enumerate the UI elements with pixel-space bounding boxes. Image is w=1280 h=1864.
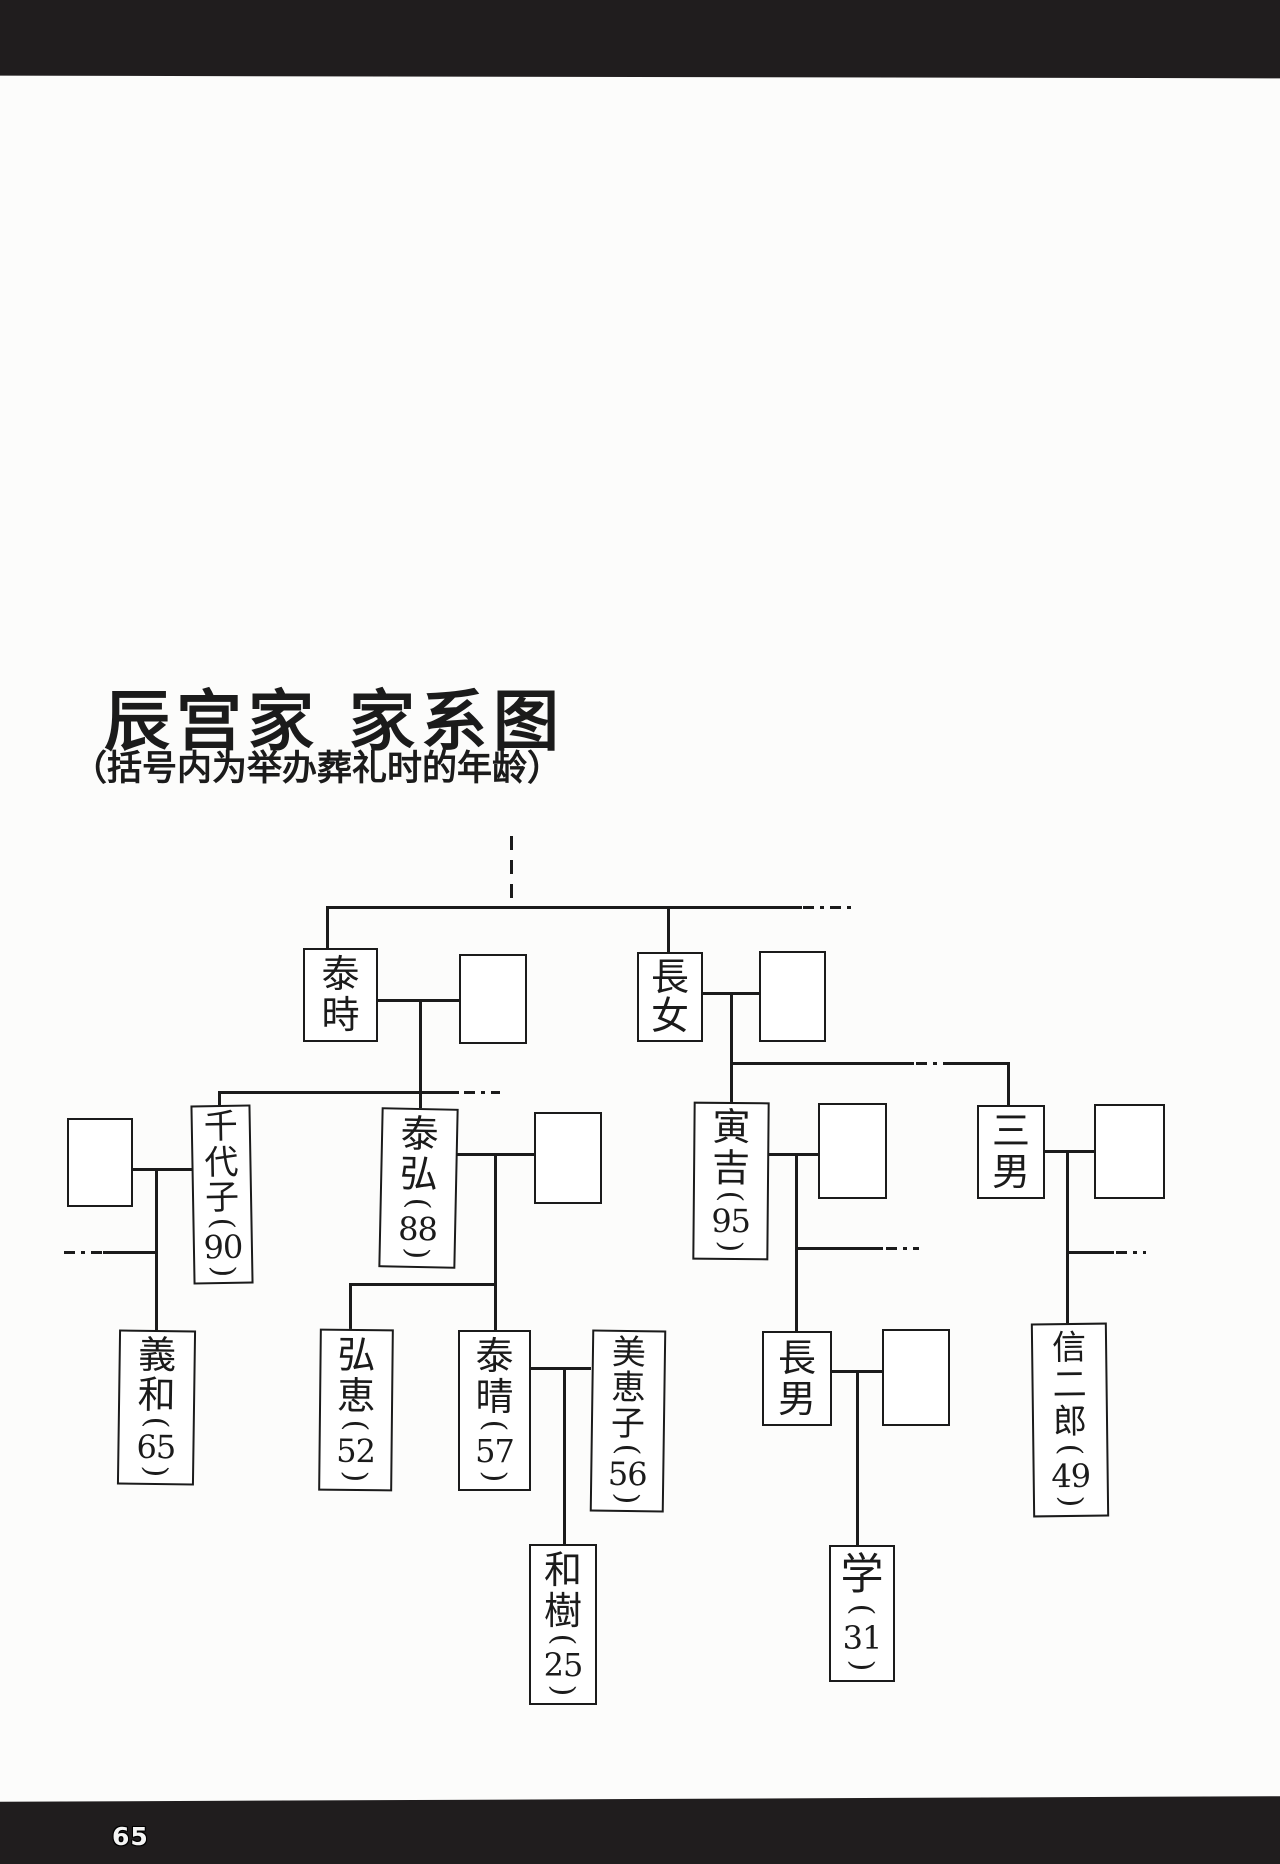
person-box-shinjiro: 信二郎(49) bbox=[1030, 1322, 1110, 1518]
person-box-torakichi: 寅吉(95) bbox=[692, 1101, 770, 1261]
connector-yasutoki-children-continuation bbox=[464, 1091, 500, 1094]
person-box-kazuki: 和樹(25) bbox=[529, 1544, 597, 1705]
connector-drop-chojo bbox=[667, 906, 670, 954]
spouse-box-yasuhiro-wife bbox=[534, 1112, 602, 1204]
person-name-char: 泰 bbox=[475, 1333, 514, 1378]
person-name-char: 長 bbox=[650, 954, 689, 999]
person-name-char: 和 bbox=[543, 1547, 582, 1592]
person-box-mieko: 美恵子(56) bbox=[589, 1329, 667, 1513]
page-title: 辰宫家 家系图 bbox=[104, 682, 565, 760]
connector-torakichi-children-line bbox=[795, 1247, 883, 1250]
person-name-char: 信 bbox=[1051, 1327, 1087, 1368]
person-name-char: 長 bbox=[777, 1335, 816, 1380]
person-name-char: 恵 bbox=[611, 1368, 646, 1409]
age-paren-close: ) bbox=[609, 1492, 645, 1505]
person-age: 25 bbox=[543, 1646, 584, 1685]
person-name-char: 学 bbox=[840, 1550, 884, 1601]
spouse-box-sannan-wife bbox=[1094, 1104, 1165, 1199]
bottom-black-bar bbox=[0, 1796, 1280, 1864]
person-name-char: 時 bbox=[321, 993, 360, 1038]
connector-drop-hiroe bbox=[349, 1283, 352, 1329]
connector-chonan-descender bbox=[856, 1370, 859, 1545]
spouse-box-yasutoki-wife bbox=[459, 954, 527, 1044]
person-box-yasuharu: 泰晴(57) bbox=[458, 1330, 531, 1491]
age-paren-open: ( bbox=[844, 1603, 880, 1616]
person-box-hiroe: 弘恵(52) bbox=[318, 1328, 394, 1492]
age-paren-close: ) bbox=[1053, 1495, 1089, 1508]
connector-marriage-yasutoki bbox=[378, 999, 459, 1002]
age-paren-close: ) bbox=[712, 1240, 748, 1253]
person-name-char: 千 bbox=[203, 1107, 239, 1148]
age-paren-close: ) bbox=[337, 1470, 373, 1483]
connector-chiyoko-descender bbox=[155, 1168, 158, 1331]
connector-gen1-sibling-continuation bbox=[803, 906, 855, 909]
connector-marriage-torakichi bbox=[769, 1153, 818, 1156]
page-subtitle: （括号内为举办葬礼时的年龄） bbox=[72, 748, 563, 789]
person-name-char: 美 bbox=[611, 1332, 647, 1374]
person-name-char: 男 bbox=[777, 1376, 816, 1421]
connector-drop-sannan bbox=[1007, 1062, 1010, 1106]
connector-chojo-children-continuation bbox=[916, 1062, 952, 1065]
person-name-char: 三 bbox=[991, 1109, 1030, 1154]
top-black-bar bbox=[0, 0, 1280, 79]
connector-chojo-children-line-right bbox=[951, 1062, 1010, 1065]
connector-torakichi-descender bbox=[795, 1153, 798, 1331]
connector-yasuhiro-descender bbox=[494, 1153, 497, 1331]
connector-chojo-children-line-left bbox=[730, 1062, 914, 1065]
connector-marriage-sannan bbox=[1045, 1150, 1094, 1153]
person-name-char: 泰 bbox=[400, 1111, 440, 1157]
person-name-char: 樹 bbox=[543, 1588, 582, 1633]
connector-sannan-descender bbox=[1066, 1150, 1069, 1323]
connector-sannan-children-continuation bbox=[1116, 1251, 1146, 1254]
spouse-box-chiyoko-husband bbox=[67, 1118, 133, 1207]
age-paren-close: ) bbox=[545, 1684, 581, 1697]
age-paren-close: ) bbox=[844, 1659, 880, 1672]
person-name-char: 義 bbox=[137, 1332, 177, 1378]
connector-yasuhiro-children-line bbox=[349, 1283, 496, 1286]
person-name-char: 男 bbox=[991, 1150, 1030, 1195]
person-box-yasutoki: 泰時 bbox=[303, 948, 378, 1042]
person-box-manabu: 学 (31) bbox=[829, 1545, 895, 1682]
age-paren-close: ) bbox=[399, 1247, 435, 1260]
connector-marriage-yasuharu bbox=[531, 1367, 591, 1370]
connector-ancestor-dashed bbox=[510, 836, 513, 908]
person-name-char: 晴 bbox=[475, 1374, 514, 1419]
person-name-char: 寅 bbox=[712, 1105, 751, 1150]
connector-marriage-chiyoko bbox=[133, 1168, 192, 1171]
connector-chojo-descender bbox=[730, 992, 733, 1104]
connector-chiyoko-children-continuation bbox=[64, 1251, 102, 1254]
person-box-chonan: 長男 bbox=[762, 1331, 832, 1426]
person-name-char: 女 bbox=[650, 994, 689, 1039]
spouse-box-chojo-husband bbox=[759, 951, 826, 1042]
connector-torakichi-children-continuation bbox=[886, 1247, 919, 1250]
person-box-chojo: 長女 bbox=[637, 952, 703, 1042]
person-box-yoshikazu: 義和(65) bbox=[116, 1329, 197, 1486]
spouse-box-torakichi-wife bbox=[818, 1103, 887, 1199]
age-paren-close: ) bbox=[138, 1465, 174, 1478]
connector-drop-yasutoki bbox=[326, 906, 329, 950]
connector-gen1-sibling-line bbox=[326, 906, 802, 909]
person-name-char: 泰 bbox=[321, 952, 360, 997]
person-age: 31 bbox=[842, 1618, 883, 1657]
connector-sannan-children-line bbox=[1066, 1251, 1114, 1254]
person-box-sannan: 三男 bbox=[977, 1105, 1045, 1199]
connector-yasutoki-descender bbox=[419, 999, 422, 1110]
page-number: 65 bbox=[112, 1822, 149, 1851]
person-age: 57 bbox=[475, 1432, 515, 1471]
person-name-char: 代 bbox=[204, 1142, 239, 1183]
spouse-box-chonan-wife bbox=[882, 1329, 950, 1426]
age-paren-close: ) bbox=[205, 1264, 241, 1278]
person-box-yasuhiro: 泰弘(88) bbox=[378, 1107, 459, 1269]
connector-chiyoko-children-line bbox=[103, 1251, 157, 1254]
connector-yasuharu-descender bbox=[563, 1367, 566, 1545]
person-box-chiyoko: 千代子(90) bbox=[190, 1104, 254, 1285]
connector-drop-chiyoko bbox=[218, 1091, 221, 1107]
age-paren-close: ) bbox=[477, 1470, 512, 1483]
person-name-char: 二 bbox=[1052, 1364, 1087, 1406]
connector-yasutoki-children-line bbox=[218, 1091, 459, 1094]
person-name-char: 弘 bbox=[337, 1332, 376, 1378]
